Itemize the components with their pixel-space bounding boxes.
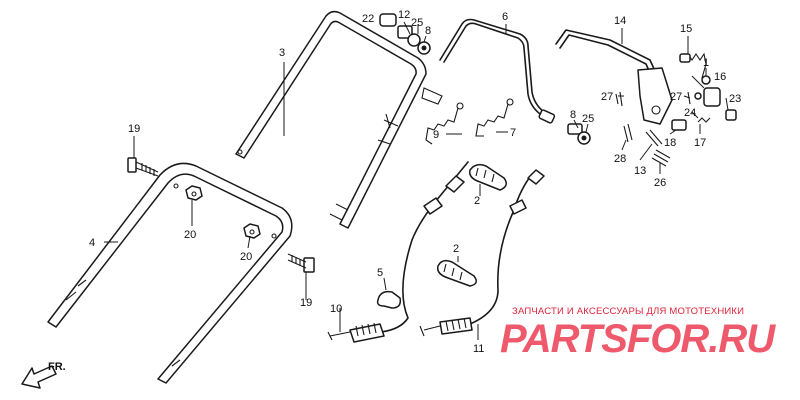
callout-10: 10	[330, 303, 342, 315]
bolt-lower	[287, 253, 315, 273]
bolt-upper-left	[127, 157, 159, 177]
control-rod	[439, 18, 556, 124]
cable-clip	[376, 290, 402, 309]
callout-20-lower: 20	[240, 251, 252, 263]
callout-25-top: 25	[411, 17, 423, 29]
callout-27-right: 27	[670, 91, 682, 103]
callout-24: 24	[684, 107, 696, 119]
callout-2-upper: 2	[474, 195, 480, 207]
callout-15: 15	[680, 23, 692, 35]
spring-7	[475, 98, 514, 137]
hardware-cluster	[615, 75, 737, 167]
cable-11	[419, 169, 545, 337]
lower-handle	[47, 162, 293, 384]
callout-19-upper: 19	[128, 123, 140, 135]
watermark-logo: PARTSFOR.RU	[500, 317, 776, 361]
callout-5: 5	[377, 267, 383, 279]
upper-handle	[235, 10, 443, 229]
spring-15	[679, 52, 709, 83]
watermark: ЗАПЧАСТИ И АКСЕССУАРЫ ДЛЯ МОТОТЕХНИКИ PA…	[500, 306, 777, 361]
callout-4: 4	[89, 237, 95, 249]
callout-8-top: 8	[425, 25, 431, 37]
callout-25-mid: 25	[582, 113, 594, 125]
callout-9: 9	[433, 129, 439, 141]
callout-20-upper: 20	[184, 229, 196, 241]
callout-14: 14	[614, 15, 626, 27]
handle-bracket-bolt	[377, 113, 399, 145]
front-arrow-icon	[21, 365, 57, 389]
nut-upper	[185, 185, 203, 201]
callout-22: 22	[362, 13, 374, 25]
callout-27-left: 27	[601, 91, 613, 103]
nut-cluster-top	[379, 13, 431, 55]
callout-12: 12	[398, 9, 410, 21]
front-direction-indicator: FR.	[21, 361, 66, 389]
callout-17: 17	[694, 137, 706, 149]
front-direction-label: FR.	[48, 361, 66, 373]
nut-cluster-mid	[567, 123, 591, 145]
callout-7: 7	[510, 127, 516, 139]
leader-lines	[104, 21, 729, 340]
callout-16: 16	[714, 71, 726, 83]
callout-1: 1	[703, 57, 709, 69]
callout-23: 23	[729, 93, 741, 105]
callout-18: 18	[664, 137, 676, 149]
callout-6: 6	[502, 11, 508, 23]
callout-28: 28	[614, 153, 626, 165]
callout-labels: 19 20 20 4 3 19 5 10 11 2 2 9 7 6 14 15 …	[89, 9, 741, 355]
callout-2-lower: 2	[453, 243, 459, 255]
callout-11: 11	[473, 343, 484, 355]
callout-3: 3	[279, 47, 285, 59]
callout-19-lower: 19	[300, 297, 312, 309]
callout-26: 26	[654, 177, 666, 189]
cable-10	[327, 161, 469, 343]
grip-upper	[468, 163, 507, 191]
callout-13: 13	[634, 165, 646, 177]
spring-9	[425, 102, 464, 145]
nut-lower	[243, 223, 261, 239]
grip-lower	[436, 259, 477, 287]
watermark-subtitle: ЗАПЧАСТИ И АКСЕССУАРЫ ДЛЯ МОТОТЕХНИКИ	[512, 306, 744, 317]
callout-8-mid: 8	[570, 109, 576, 121]
control-lever	[555, 29, 673, 125]
